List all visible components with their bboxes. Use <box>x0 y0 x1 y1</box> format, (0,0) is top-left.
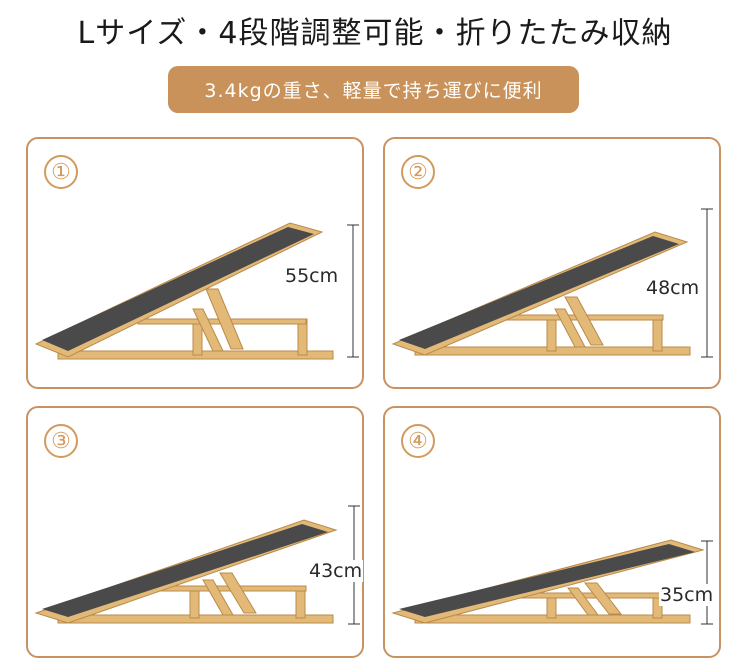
page-title: Lサイズ・4段階調整可能・折りたたみ収納 <box>77 16 673 51</box>
height-label-2: 48cm <box>645 277 701 299</box>
step-number-2: ② <box>401 155 435 189</box>
height-label-3: 43cm <box>308 560 364 582</box>
panel-3: ③ 43cm <box>26 406 364 658</box>
ramp-image-3 <box>34 505 360 625</box>
panel-4: ④ 35cm <box>383 406 721 658</box>
step-number-3: ③ <box>44 424 78 458</box>
ramp-image-4 <box>391 539 713 625</box>
step-number-1: ① <box>44 155 78 189</box>
panel-2: ② 48cm <box>383 137 721 389</box>
height-label-1: 55cm <box>284 265 340 287</box>
weight-banner-text: 3.4kgの重さ、軽量で持ち運びに便利 <box>204 80 543 102</box>
weight-banner: 3.4kgの重さ、軽量で持ち運びに便利 <box>168 66 579 113</box>
step-number-4: ④ <box>401 424 435 458</box>
ramp-image-2 <box>391 208 713 358</box>
panel-1: ① 55cm <box>26 137 364 389</box>
height-label-4: 35cm <box>659 584 715 606</box>
ramp-image-1 <box>34 222 359 360</box>
